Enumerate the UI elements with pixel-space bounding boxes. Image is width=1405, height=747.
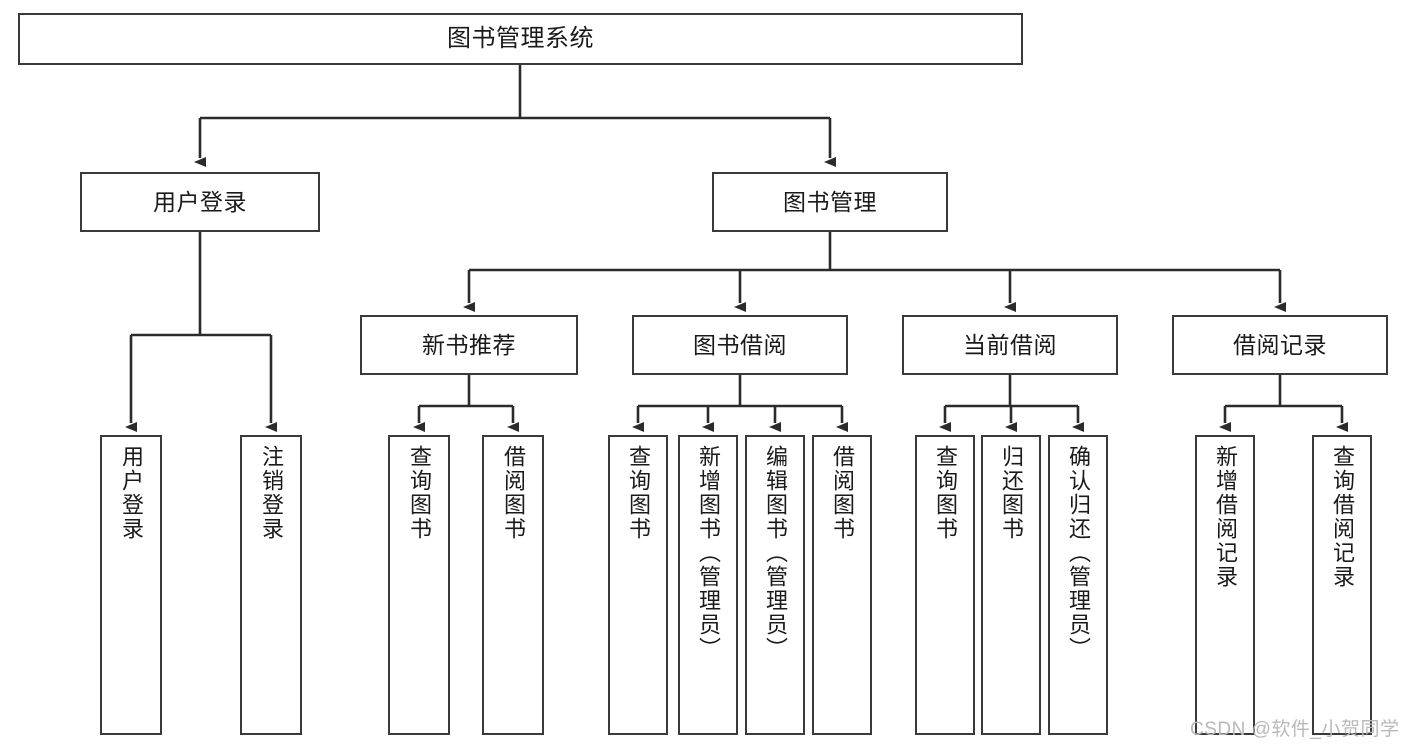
node-leaf-query-book-1-label: 查询图书 [407,445,432,541]
node-leaf-confirm-return[interactable]: 确认归还（管理员） [1048,435,1108,735]
node-current-borrow[interactable]: 当前借阅 [902,315,1118,375]
node-borrow-record[interactable]: 借阅记录 [1172,315,1388,375]
node-leaf-query-book-2-label: 查询图书 [626,445,651,541]
node-leaf-confirm-return-label: 确认归还（管理员） [1066,445,1091,661]
node-leaf-query-book-2[interactable]: 查询图书 [608,435,668,735]
node-root[interactable]: 图书管理系统 [18,13,1023,65]
node-root-label: 图书管理系统 [447,25,594,53]
node-leaf-query-record-label: 查询借阅记录 [1330,445,1355,589]
node-leaf-borrow-book-1[interactable]: 借阅图书 [482,435,544,735]
node-book-manage-label: 图书管理 [783,188,877,215]
node-leaf-query-book-3-label: 查询图书 [933,445,958,541]
node-leaf-user-login-label: 用户登录 [119,445,144,541]
node-leaf-user-login[interactable]: 用户登录 [100,435,162,735]
node-leaf-return-book-label: 归还图书 [999,445,1024,541]
node-new-book-rec[interactable]: 新书推荐 [360,315,578,375]
node-leaf-query-record[interactable]: 查询借阅记录 [1312,435,1372,735]
node-leaf-return-book[interactable]: 归还图书 [981,435,1041,735]
node-user-login[interactable]: 用户登录 [80,172,320,232]
node-leaf-logout-label: 注销登录 [259,445,284,541]
node-leaf-edit-book-label: 编辑图书（管理员） [763,445,788,661]
node-leaf-logout[interactable]: 注销登录 [240,435,302,735]
node-leaf-edit-book[interactable]: 编辑图书（管理员） [745,435,805,735]
node-book-borrow[interactable]: 图书借阅 [632,315,848,375]
node-leaf-query-book-3[interactable]: 查询图书 [915,435,975,735]
node-leaf-add-record-label: 新增借阅记录 [1213,445,1238,589]
node-book-borrow-label: 图书借阅 [693,331,787,358]
node-leaf-add-record[interactable]: 新增借阅记录 [1195,435,1255,735]
node-current-borrow-label: 当前借阅 [963,331,1057,358]
node-leaf-query-book-1[interactable]: 查询图书 [388,435,450,735]
node-book-manage[interactable]: 图书管理 [712,172,948,232]
node-new-book-rec-label: 新书推荐 [422,331,516,358]
node-leaf-add-book-label: 新增图书（管理员） [696,445,721,661]
node-user-login-label: 用户登录 [153,188,247,215]
watermark-text: CSDN @软件_小贺同学 [1190,719,1400,740]
node-borrow-record-label: 借阅记录 [1233,331,1327,358]
node-leaf-borrow-book-1-label: 借阅图书 [501,445,526,541]
node-leaf-borrow-book-2[interactable]: 借阅图书 [812,435,872,735]
node-leaf-add-book[interactable]: 新增图书（管理员） [678,435,738,735]
node-leaf-borrow-book-2-label: 借阅图书 [830,445,855,541]
